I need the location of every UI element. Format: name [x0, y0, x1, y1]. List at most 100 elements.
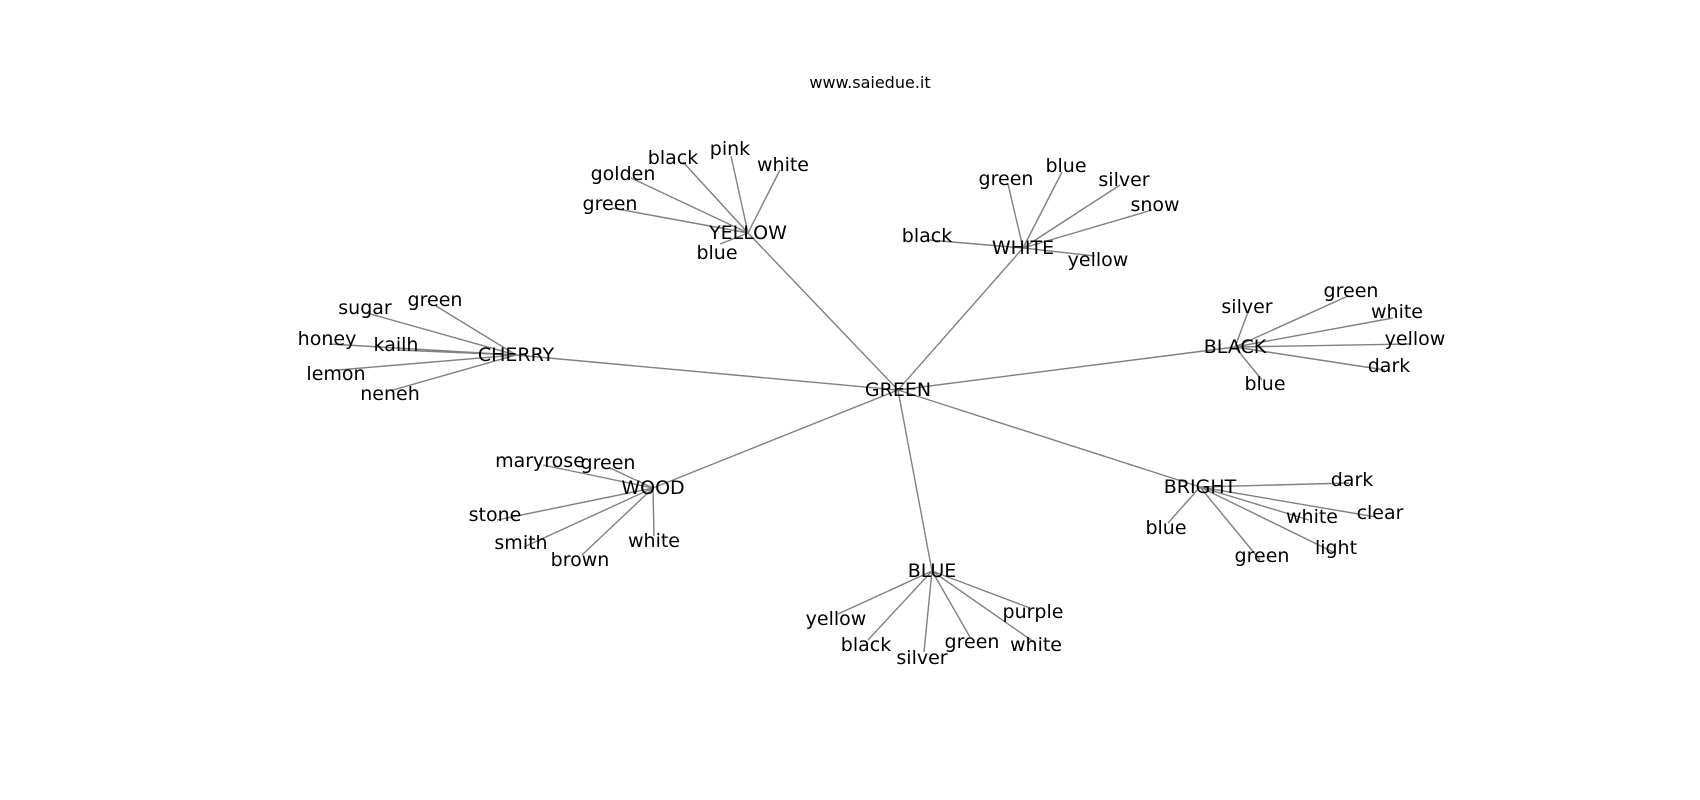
edge-blue-white: [931, 570, 1035, 643]
leaf-node-wood-stone: stone: [469, 504, 522, 526]
edge-bright-dark: [1199, 482, 1350, 488]
edge-yellow-green: [611, 207, 749, 234]
leaf-node-white-green: green: [979, 168, 1034, 190]
edge-blue-green: [931, 570, 971, 638]
leaf-node-wood-white: white: [628, 530, 680, 552]
edge-cherry-sugar: [366, 312, 517, 356]
edge-center-white: [897, 247, 1024, 391]
edge-cherry-lemon: [337, 354, 517, 371]
hub-node-bright: BRIGHT: [1164, 476, 1237, 498]
edge-cherry-kailh: [397, 349, 517, 356]
leaf-node-black-dark: dark: [1368, 355, 1411, 377]
edge-wood-brown: [581, 487, 654, 556]
hub-node-cherry: CHERRY: [478, 344, 555, 366]
edge-wood-maryrose: [542, 464, 654, 489]
hub-node-blue: BLUE: [908, 560, 957, 582]
leaf-node-black-green: green: [1324, 280, 1379, 302]
page-title: www.saiedue.it: [809, 73, 930, 92]
edge-yellow-black: [682, 161, 749, 234]
leaf-node-yellow-green: green: [583, 193, 638, 215]
edge-black-white: [1234, 317, 1394, 348]
edge-center-bright: [897, 389, 1201, 488]
edge-black-green: [1234, 295, 1349, 348]
leaf-node-bright-dark: dark: [1331, 469, 1374, 491]
edge-bright-blue: [1167, 486, 1201, 524]
leaf-node-yellow-golden: golden: [591, 163, 656, 185]
leaf-node-cherry-kailh: kailh: [374, 334, 419, 356]
edge-yellow-pink: [730, 155, 749, 234]
edge-black-yellow: [1234, 343, 1412, 348]
leaf-node-white-snow: snow: [1130, 194, 1179, 216]
edge-wood-green: [609, 467, 654, 489]
edges: [328, 155, 1412, 653]
leaf-node-black-silver: silver: [1221, 296, 1272, 318]
edge-yellow-blue: [719, 232, 749, 245]
leaf-node-black-white: white: [1371, 301, 1423, 323]
edge-white-black: [928, 239, 1024, 249]
leaf-node-blue-green: green: [945, 631, 1000, 653]
edge-black-silver: [1234, 311, 1249, 348]
leaf-node-cherry-sugar: sugar: [338, 297, 392, 319]
leaf-node-wood-maryrose: maryrose: [495, 450, 585, 472]
edge-center-yellow: [747, 232, 899, 391]
leaf-node-bright-white: white: [1286, 506, 1338, 528]
edge-wood-stone: [496, 487, 654, 521]
leaf-node-white-black: black: [902, 225, 952, 247]
edge-white-blue: [1022, 171, 1063, 249]
edge-center-wood: [652, 389, 899, 489]
leaf-node-blue-silver: silver: [896, 647, 947, 669]
leaf-node-cherry-neneh: neneh: [360, 383, 420, 405]
leaf-node-yellow-pink: pink: [710, 138, 750, 160]
leaf-node-cherry-honey: honey: [298, 328, 357, 350]
edge-center-cherry: [515, 354, 899, 391]
leaf-node-white-yellow: yellow: [1068, 249, 1129, 271]
center-node-label: GREEN: [865, 379, 931, 401]
leaf-node-black-blue: blue: [1244, 373, 1285, 395]
edge-white-snow: [1022, 209, 1153, 249]
hub-node-white: WHITE: [992, 237, 1054, 259]
edge-cherry-green: [435, 305, 517, 356]
leaf-node-white-silver: silver: [1098, 169, 1149, 191]
hub-node-yellow: YELLOW: [708, 222, 787, 244]
edge-bright-white: [1199, 486, 1310, 521]
edge-center-black: [897, 346, 1236, 391]
hub-node-black: BLACK: [1204, 336, 1267, 358]
edge-white-yellow: [1022, 247, 1096, 257]
edge-wood-smith: [523, 487, 654, 548]
edge-yellow-white: [747, 169, 781, 234]
edge-center-blue: [897, 389, 933, 572]
leaf-node-wood-smith: smith: [494, 532, 547, 554]
leaf-node-cherry-lemon: lemon: [306, 363, 365, 385]
edge-black-blue: [1234, 346, 1263, 381]
leaf-node-yellow-black: black: [648, 147, 698, 169]
edge-black-dark: [1234, 346, 1386, 371]
leaf-node-blue-yellow: yellow: [806, 608, 867, 630]
edge-blue-yellow: [837, 570, 933, 615]
leaf-node-bright-blue: blue: [1145, 517, 1186, 539]
leaf-node-yellow-blue: blue: [696, 242, 737, 264]
leaf-node-bright-clear: clear: [1357, 502, 1404, 524]
edge-white-green: [1007, 183, 1024, 249]
leaf-node-blue-purple: purple: [1003, 601, 1064, 623]
hub-node-wood: WOOD: [621, 477, 684, 499]
leaf-node-bright-light: light: [1315, 537, 1357, 559]
edge-cherry-neneh: [392, 354, 517, 391]
leaf-node-black-yellow: yellow: [1385, 328, 1446, 350]
edge-blue-purple: [931, 570, 1031, 609]
edge-wood-white: [652, 487, 655, 537]
leaf-node-white-blue: blue: [1045, 155, 1086, 177]
edge-white-silver: [1022, 184, 1121, 249]
leaf-node-blue-black: black: [841, 634, 891, 656]
edge-blue-silver: [923, 570, 933, 653]
leaf-node-cherry-green: green: [408, 289, 463, 311]
leaf-node-bright-green: green: [1235, 545, 1290, 567]
leaf-node-yellow-white: white: [757, 154, 809, 176]
edge-bright-clear: [1199, 486, 1377, 518]
leaf-node-wood-brown: brown: [551, 549, 610, 571]
edge-bright-green: [1199, 486, 1261, 561]
edge-bright-light: [1199, 486, 1334, 553]
edge-yellow-golden: [630, 177, 749, 234]
leaf-node-wood-green: green: [581, 452, 636, 474]
